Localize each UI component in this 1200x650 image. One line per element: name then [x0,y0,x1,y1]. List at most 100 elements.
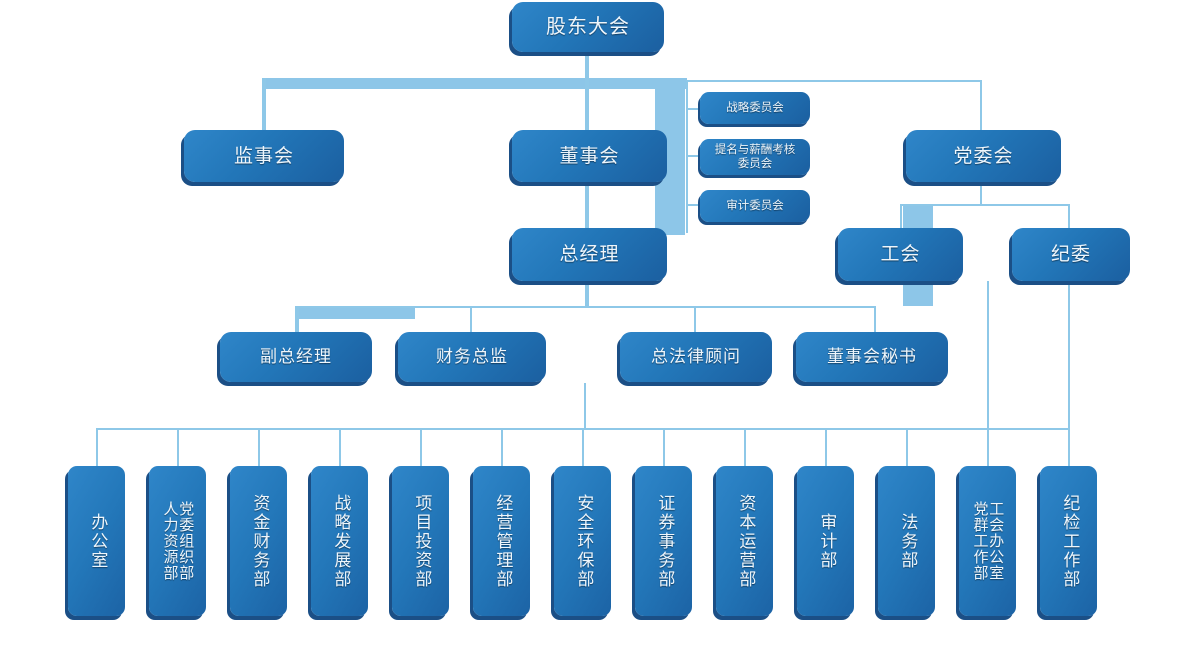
node-cfo[interactable]: 财务总监 [398,332,546,382]
node-label: 党委组织部 [177,501,196,581]
node-label: 办公室 [87,512,108,570]
connector-discipline-to-dept [1068,281,1070,428]
node-board-of-supervisors[interactable]: 监事会 [184,130,344,182]
node-label: 资金财务部 [249,493,270,589]
node-dept-discipline-inspection-work[interactable]: 纪检工作部 [1040,466,1097,616]
node-strategy-committee[interactable]: 战略委员会 [700,92,810,124]
node-label: 董事会秘书 [827,346,917,367]
dept-text-wrap: 项目投资部 [411,466,432,616]
connector-drop-dept-11 [906,428,908,466]
connector-drop-dept-3 [258,428,260,466]
dept-text-wrap: 办公室 [87,466,108,616]
node-label: 资本运营部 [735,493,756,589]
dept-text-wrap: 证券事务部 [654,466,675,616]
node-label: 审计委员会 [726,198,784,213]
node-dept-safety-environment[interactable]: 安全环保部 [554,466,611,616]
node-label: 战略委员会 [726,100,784,115]
connector-drop-dept-10 [825,428,827,466]
dept-text-wrap: 安全环保部 [573,466,594,616]
node-dept-audit[interactable]: 审计部 [797,466,854,616]
connector-drop-union [900,204,902,230]
node-label: 提名与薪酬考核 委员会 [714,142,796,170]
node-label: 安全环保部 [573,493,594,589]
node-dept-legal-affairs[interactable]: 法务部 [878,466,935,616]
connector-drop-dept-1 [96,428,98,466]
node-label: 监事会 [233,144,294,167]
dept-text-wrap: 党委组织部 人力资源部 [161,466,196,616]
node-dept-party-org-hr[interactable]: 党委组织部 人力资源部 [149,466,206,616]
node-dept-capital-operation[interactable]: 资本运营部 [716,466,773,616]
node-dept-securities-affairs[interactable]: 证券事务部 [635,466,692,616]
dept-text-wrap: 纪检工作部 [1059,466,1080,616]
connector-drop-party-committee [980,80,982,130]
node-label: 经营管理部 [492,493,513,589]
connector-drop-cfo [470,306,472,332]
node-label: 总经理 [559,243,620,266]
node-general-counsel[interactable]: 总法律顾问 [620,332,772,382]
node-dept-union-office-party-mass[interactable]: 工会办公室 党群工作部 [959,466,1016,616]
connector-party-down [980,183,982,205]
node-dept-project-investment[interactable]: 项目投资部 [392,466,449,616]
node-label: 工会 [880,243,921,266]
node-deputy-general-manager[interactable]: 副总经理 [220,332,372,382]
connector-gm-down [585,281,589,308]
connector-bus-top-right [686,80,982,82]
dept-text-wrap: 资金财务部 [249,466,270,616]
dept-text-wrap: 审计部 [816,466,836,616]
node-discipline-committee[interactable]: 纪委 [1012,228,1130,281]
dept-text-wrap: 资本运营部 [735,466,756,616]
node-label: 财务总监 [436,346,508,367]
node-label: 纪委 [1050,243,1091,266]
connector-drop-dept-8 [663,428,665,466]
node-audit-committee[interactable]: 审计委员会 [700,190,810,222]
connector-drop-board [585,78,589,130]
connector-drop-deputy-gm [295,306,299,332]
connector-exec-to-dept [584,383,586,428]
node-dept-business-management[interactable]: 经营管理部 [473,466,530,616]
connector-drop-dept-4 [339,428,341,466]
node-labor-union[interactable]: 工会 [838,228,963,281]
connector-committee-stub-2 [686,155,700,157]
dept-text-wrap: 经营管理部 [492,466,513,616]
node-nomination-compensation-committee[interactable]: 提名与薪酬考核 委员会 [700,139,810,175]
node-board-secretary[interactable]: 董事会秘书 [796,332,948,382]
connector-drop-supervisors [262,78,266,130]
node-label-secondary: 党群工作部 [971,501,990,581]
connector-drop-dept-6 [501,428,503,466]
connector-drop-dept-2 [177,428,179,466]
connector-exec-bus [295,306,875,308]
connector-drop-discipline [1068,204,1070,230]
node-party-committee[interactable]: 党委会 [906,130,1061,182]
node-label: 总法律顾问 [651,346,741,367]
node-dept-strategy-development[interactable]: 战略发展部 [311,466,368,616]
connector-committee-stub-1 [686,108,700,110]
node-dept-fund-finance[interactable]: 资金财务部 [230,466,287,616]
connector-drop-board-secretary [874,306,876,332]
connector-committee-stub-3 [686,204,700,206]
node-shareholders-meeting[interactable]: 股东大会 [512,2,664,52]
node-dept-office[interactable]: 办公室 [68,466,125,616]
node-label: 董事会 [559,144,620,167]
node-label: 项目投资部 [411,493,432,589]
node-label: 战略发展部 [330,493,351,589]
connector-drop-dept-13 [1068,428,1070,466]
connector-drop-dept-5 [420,428,422,466]
node-label: 证券事务部 [654,493,675,589]
dept-text-wrap: 工会办公室 党群工作部 [971,466,1006,616]
connector-union-to-dept [987,281,989,428]
connector-board-to-gm [585,183,589,228]
connector-drop-general-counsel [694,306,696,332]
dept-text-wrap: 战略发展部 [330,466,351,616]
node-label: 党委会 [953,144,1014,167]
node-label: 股东大会 [546,14,630,39]
node-label-secondary: 人力资源部 [161,501,180,581]
connector-committee-spine [686,82,688,233]
connector-drop-dept-9 [744,428,746,466]
node-board-of-directors[interactable]: 董事会 [512,130,667,182]
node-label: 副总经理 [260,346,332,367]
connector-drop-dept-7 [582,428,584,466]
node-general-manager[interactable]: 总经理 [512,228,667,281]
connector-bus-top-thick [262,78,687,89]
connector-drop-dept-12 [987,428,989,466]
node-label: 纪检工作部 [1059,493,1080,589]
